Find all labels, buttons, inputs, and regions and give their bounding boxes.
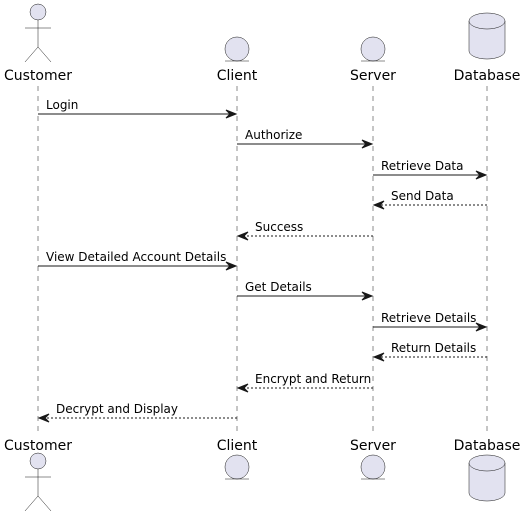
participant-label-server-top: Server — [350, 68, 396, 84]
message-label: Authorize — [245, 128, 302, 142]
participant-label-database-bottom: Database — [454, 438, 521, 454]
participant-label-client-top: Client — [217, 68, 258, 84]
arrowhead-icon — [37, 413, 50, 423]
lifelines — [37, 86, 488, 436]
message-label: Get Details — [245, 280, 312, 294]
arrowhead-icon — [225, 261, 238, 271]
message-label: Encrypt and Return — [255, 372, 371, 386]
database-top-database-icon — [468, 12, 506, 60]
message-label: Login — [46, 98, 78, 112]
message-10: Encrypt and Return — [236, 372, 373, 393]
message-8: Retrieve Details — [373, 311, 488, 332]
arrowhead-icon — [236, 383, 249, 393]
arrowhead-icon — [475, 322, 488, 332]
arrowhead-icon — [225, 109, 238, 119]
arrowhead-icon — [236, 231, 249, 241]
participant-label-database-top: Database — [454, 68, 521, 84]
arrowhead-icon — [475, 170, 488, 180]
customer-bottom-actor-icon — [24, 452, 52, 512]
message-label: Decrypt and Display — [56, 402, 178, 416]
participants-bottom: Customer Client Server Database — [4, 438, 521, 512]
message-4: Send Data — [372, 189, 487, 210]
client-top-entity-icon — [224, 36, 250, 62]
message-6: View Detailed Account Details — [38, 250, 238, 271]
arrowhead-icon — [361, 139, 374, 149]
participant-label-server-bottom: Server — [350, 438, 396, 454]
message-7: Get Details — [237, 280, 374, 301]
participant-label-customer-bottom: Customer — [4, 438, 72, 454]
message-label: Retrieve Details — [381, 311, 476, 325]
client-bottom-entity-icon — [224, 454, 250, 480]
customer-top-actor-icon — [24, 3, 52, 63]
message-label: Send Data — [391, 189, 454, 203]
database-bottom-database-icon — [468, 454, 506, 502]
participant-label-client-bottom: Client — [217, 438, 258, 454]
message-label: View Detailed Account Details — [46, 250, 226, 264]
message-3: Retrieve Data — [373, 159, 488, 180]
message-label: Return Details — [391, 341, 476, 355]
message-5: Success — [236, 220, 373, 241]
message-label: Success — [255, 220, 303, 234]
arrowhead-icon — [361, 291, 374, 301]
server-top-entity-icon — [360, 36, 386, 62]
participants-top: Customer Client Server Database — [4, 3, 521, 84]
message-label: Retrieve Data — [381, 159, 464, 173]
arrowhead-icon — [372, 352, 385, 362]
message-11: Decrypt and Display — [37, 402, 237, 423]
arrowhead-icon — [372, 200, 385, 210]
message-1: Login — [38, 98, 238, 119]
message-9: Return Details — [372, 341, 487, 362]
participant-label-customer-top: Customer — [4, 68, 72, 84]
server-bottom-entity-icon — [360, 454, 386, 480]
message-2: Authorize — [237, 128, 374, 149]
